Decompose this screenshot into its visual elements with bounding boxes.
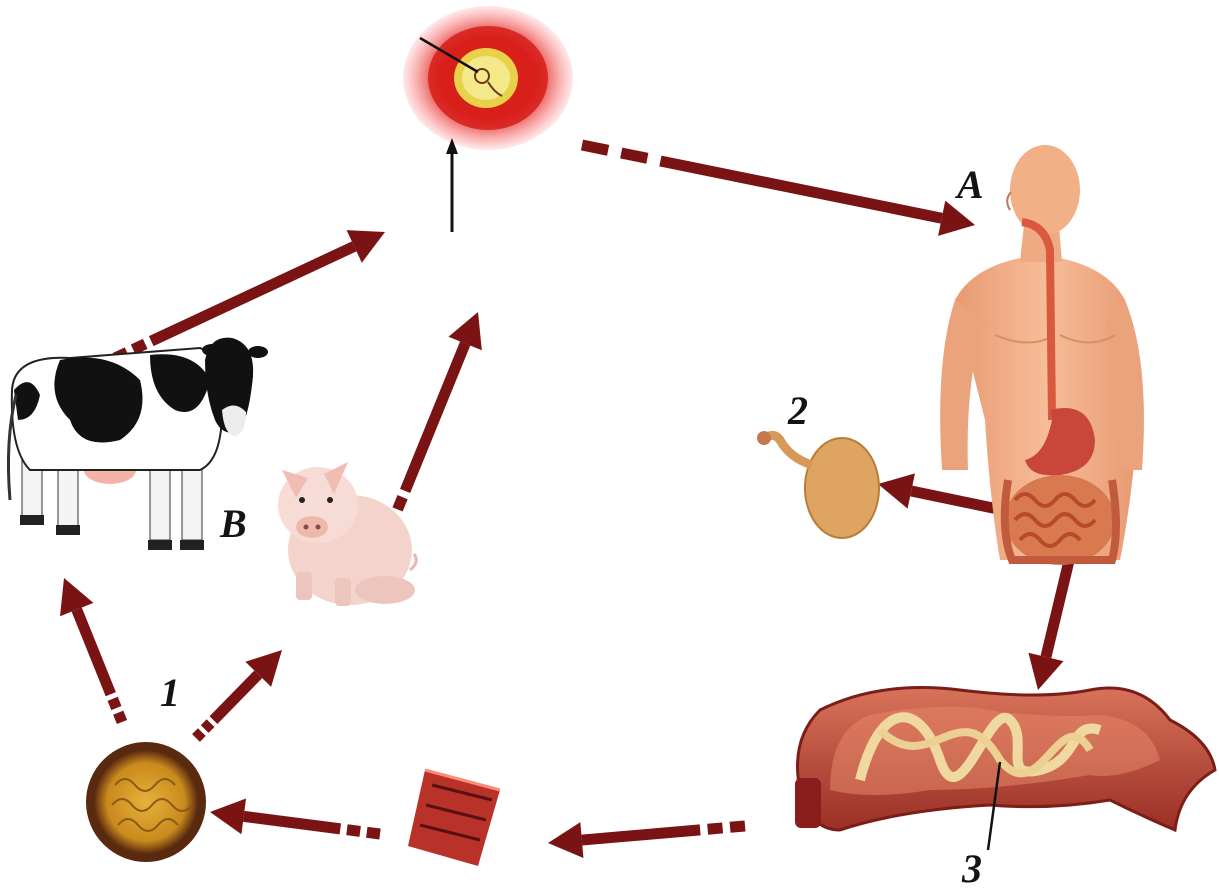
label-A: A: [954, 162, 984, 207]
arrow-egg-to-cow: [60, 578, 122, 722]
label-3: 3: [961, 846, 982, 890]
arrow-cyst-to-human: [582, 145, 975, 236]
label-2: 2: [787, 388, 808, 433]
cyst-pointer-arrow: [446, 138, 458, 232]
label-1: 1: [160, 670, 180, 715]
pig-icon: [278, 462, 416, 606]
intestine-tapeworm-icon: [795, 688, 1215, 831]
label-B: B: [219, 501, 247, 546]
scolex-bladder-icon: [757, 431, 879, 538]
arrow-egg-to-pig: [196, 650, 282, 738]
proglottid-segment-icon: [408, 770, 500, 866]
egg-icon: [86, 742, 206, 862]
arrow-intestine-to-proglottid: [548, 822, 745, 858]
arrow-pig-to-cyst: [390, 312, 482, 528]
arrow-cow-to-cyst: [115, 230, 385, 358]
cysticercus-cyst-icon: [403, 6, 573, 150]
arrow-proglottid-to-egg: [210, 799, 380, 835]
